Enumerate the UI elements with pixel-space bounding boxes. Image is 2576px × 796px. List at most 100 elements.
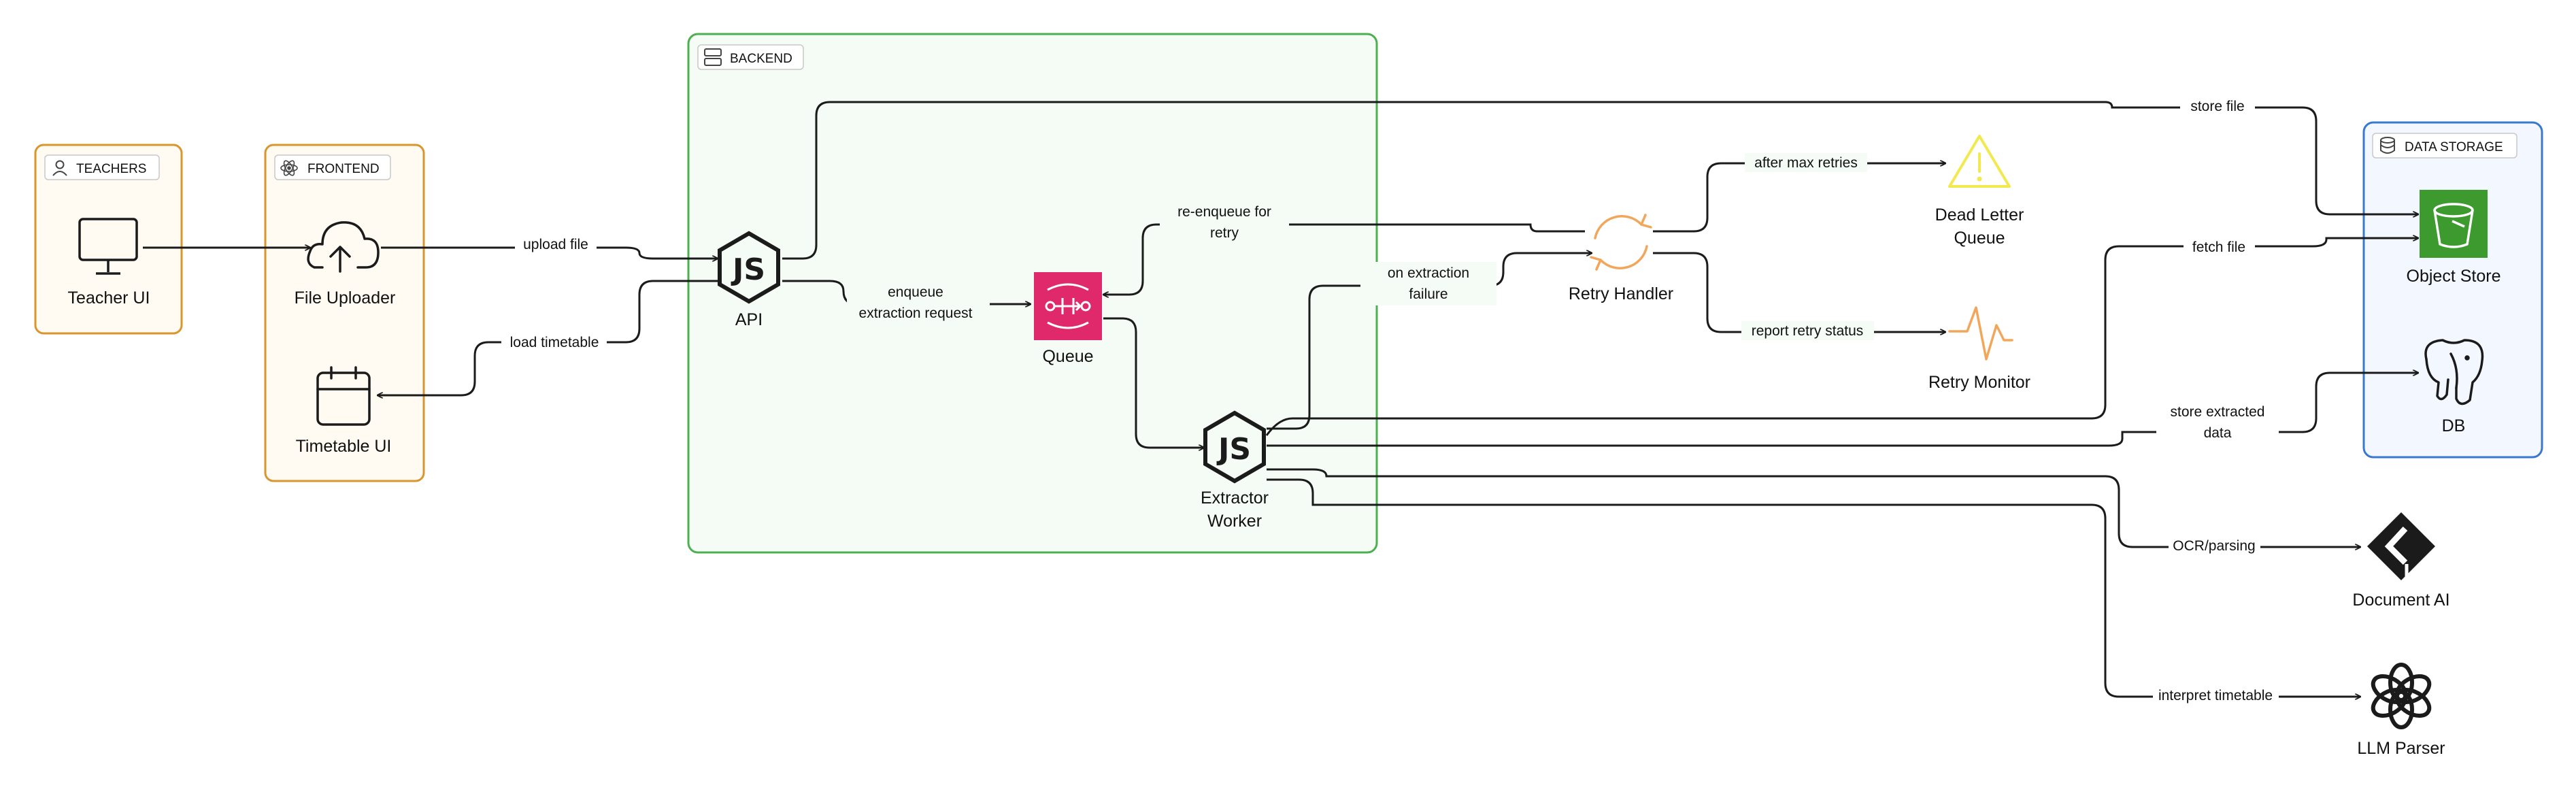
label-bg	[515, 235, 597, 254]
svg-text:JS: JS	[1216, 432, 1251, 467]
label-bg	[847, 280, 990, 324]
edge-label-on-failure-1: on extraction	[1388, 265, 1469, 281]
edge-store-extracted	[1267, 373, 2418, 447]
queue-label: Queue	[1042, 347, 1093, 366]
edge-label-store-extracted-1: store extracted	[2171, 404, 2265, 420]
edge-label-enqueue-1: enqueue	[888, 284, 943, 300]
edges	[143, 101, 2418, 697]
node-extractor-worker[interactable]: JS Extractor Worker	[1201, 410, 1269, 531]
group-backend: BACKEND	[687, 33, 1378, 554]
node-object-store[interactable]: Object Store	[2407, 190, 2501, 286]
openai-icon	[2371, 663, 2432, 729]
file-uploader-label: File Uploader	[295, 288, 396, 308]
edge-label-load-timetable: load timetable	[510, 335, 599, 350]
edge-labels: upload file load timetable enqueue extra…	[501, 97, 2279, 705]
edge-fetch-file	[1265, 238, 2418, 436]
group-frontend-box	[264, 144, 425, 482]
edge-label-report-retry-status: report retry status	[1752, 323, 1864, 339]
edge-label-upload-file: upload file	[523, 237, 588, 252]
group-frontend-label: FRONTEND	[307, 162, 380, 176]
label-bg	[1741, 321, 1874, 340]
node-llm-parser[interactable]: LLM Parser	[2357, 663, 2445, 758]
label-bg	[2153, 686, 2279, 705]
label-bg	[2169, 536, 2260, 555]
retry-handler-label: Retry Handler	[1569, 284, 1673, 303]
label-bg	[1160, 201, 1289, 245]
group-backend-tag	[697, 44, 804, 70]
edge-interpret-timetable	[1267, 478, 2360, 697]
edge-queue-to-extractor	[1103, 317, 1204, 448]
retry-cycle-icon	[1590, 214, 1652, 271]
edge-label-after-max-retries: after max retries	[1754, 155, 1858, 171]
group-data-storage-tag	[2372, 133, 2518, 159]
group-teachers-label: TEACHERS	[76, 162, 146, 176]
dead-letter-queue-label-2: Queue	[1954, 229, 2005, 248]
group-data-storage-label: DATA STORAGE	[2405, 140, 2503, 154]
node-retry-handler[interactable]: Retry Handler	[1569, 214, 1673, 303]
bucket-glyph	[2433, 203, 2474, 248]
object-store-label: Object Store	[2407, 267, 2501, 286]
edge-store-file	[782, 101, 2418, 260]
group-teachers-box	[34, 144, 183, 335]
database-icon	[2380, 137, 2395, 154]
calendar-icon	[316, 366, 371, 426]
timetable-ui-label: Timetable UI	[296, 437, 392, 456]
label-bg	[2156, 400, 2279, 444]
node-timetable-ui[interactable]: Timetable UI	[296, 366, 392, 456]
group-frontend-tag	[274, 154, 391, 180]
warning-triangle-icon	[1948, 135, 2011, 188]
dead-letter-queue-label-1: Dead Letter	[1935, 205, 2024, 225]
extractor-worker-label-2: Worker	[1207, 512, 1262, 531]
label-bg	[2184, 238, 2255, 257]
document-ai-label: Document AI	[2352, 591, 2449, 610]
group-frontend: FRONTEND	[264, 144, 425, 482]
edge-label-reenqueue-1: re-enqueue for	[1177, 204, 1271, 220]
edge-label-enqueue-2: extraction request	[859, 305, 973, 321]
group-data-storage: DATA STORAGE	[2362, 121, 2543, 459]
pulse-icon	[1948, 306, 2013, 361]
llm-parser-label: LLM Parser	[2357, 739, 2445, 758]
postgresql-elephant-icon	[2424, 339, 2484, 405]
node-queue[interactable]: Queue	[1034, 272, 1102, 366]
svg-text:JS: JS	[731, 252, 765, 287]
monitor-icon	[78, 218, 138, 275]
edge-ocr-parsing	[1267, 468, 2360, 547]
extractor-worker-label-1: Extractor	[1201, 488, 1269, 508]
edge-report-retry-status	[1653, 252, 1945, 332]
node-retry-monitor[interactable]: Retry Monitor	[1928, 306, 2030, 392]
db-label: DB	[2442, 416, 2466, 435]
node-file-uploader[interactable]: File Uploader	[295, 221, 396, 308]
node-api[interactable]: JS API	[718, 231, 780, 329]
node-dead-letter-queue[interactable]: Dead Letter Queue	[1935, 135, 2024, 248]
person-icon	[52, 160, 67, 176]
nodejs-icon: JS	[1203, 410, 1266, 484]
node-teacher-ui[interactable]: Teacher UI	[68, 218, 150, 308]
group-backend-label: BACKEND	[730, 52, 792, 66]
teacher-ui-label: Teacher UI	[68, 288, 150, 308]
edge-label-reenqueue-2: retry	[1210, 225, 1239, 241]
label-bg	[1360, 262, 1496, 305]
edge-label-interpret-timetable: interpret timetable	[2158, 688, 2273, 703]
edge-label-fetch-file: fetch file	[2192, 239, 2245, 255]
group-teachers-tag	[44, 154, 160, 180]
api-label: API	[735, 310, 763, 329]
group-backend-box	[687, 33, 1378, 554]
edge-reenqueue	[1103, 223, 1585, 295]
edge-label-store-file: store file	[2190, 99, 2244, 114]
cloud-upload-icon	[307, 221, 380, 273]
server-icon	[704, 48, 722, 66]
edge-after-max-retries	[1653, 163, 1945, 233]
retry-monitor-label: Retry Monitor	[1928, 373, 2030, 392]
label-bg	[2180, 97, 2255, 116]
group-data-storage-box	[2362, 121, 2543, 459]
node-document-ai[interactable]: Document AI	[2352, 512, 2450, 610]
edge-label-on-failure-2: failure	[1409, 286, 1448, 302]
document-ai-icon	[2367, 512, 2435, 580]
edge-label-ocr-parsing: OCR/parsing	[2173, 538, 2255, 554]
group-teachers: TEACHERS	[34, 144, 183, 335]
edge-upload-file	[381, 246, 718, 259]
node-db[interactable]: DB	[2424, 339, 2484, 435]
edge-label-store-extracted-2: data	[2204, 425, 2232, 441]
react-icon	[280, 160, 298, 176]
